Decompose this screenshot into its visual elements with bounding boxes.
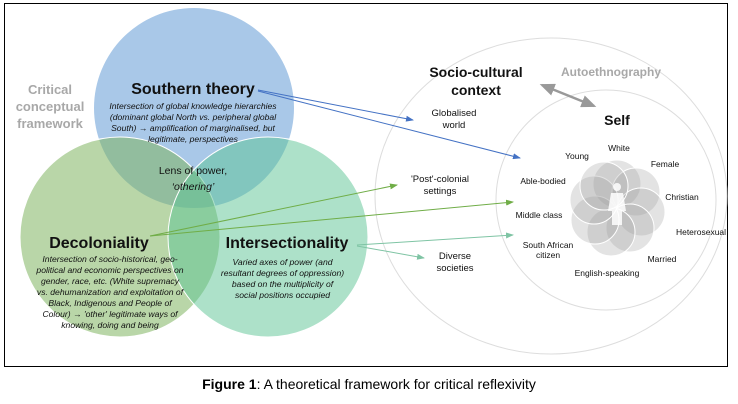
- identity-label: Middle class: [515, 210, 563, 220]
- caption-text: : A theoretical framework for critical r…: [256, 376, 536, 392]
- center-label: Lens of power, ‘othering’: [133, 163, 253, 195]
- figure-caption: Figure 1: A theoretical framework for cr…: [0, 376, 738, 392]
- decoloniality-desc: Intersection of socio-historical, geo-po…: [36, 254, 184, 330]
- identity-label: South African citizen: [522, 240, 574, 260]
- intersectionality-title: Intersectionality: [225, 235, 349, 252]
- identity-label: Married: [647, 254, 677, 264]
- context-item: 'Post'-colonial settings: [410, 174, 470, 197]
- self-circle: [495, 89, 717, 311]
- context-item: Diverse societies: [436, 251, 474, 274]
- identity-label: English-speaking: [574, 268, 640, 278]
- self-title: Self: [604, 112, 630, 128]
- autoethnography-arrow: [539, 83, 597, 108]
- intersectionality-desc: Varied axes of power (and resultant degr…: [220, 257, 345, 300]
- decoloniality-title: Decoloniality: [49, 235, 149, 252]
- southern-desc: Intersection of global knowledge hierarc…: [109, 101, 277, 144]
- identity-label: Heterosexual: [675, 227, 727, 237]
- context-title: Socio-cultural context: [429, 64, 523, 98]
- arrow-intersectionality-2: [356, 245, 425, 260]
- identity-label: Christian: [665, 192, 699, 202]
- identity-label: Young: [565, 151, 589, 161]
- figure-frame: [4, 3, 728, 367]
- framework-label: Critical conceptual framework: [15, 82, 85, 131]
- center-line1: Lens of power,: [158, 165, 228, 177]
- center-line2: ‘othering’: [171, 181, 215, 193]
- arrow-intersectionality-1: [356, 232, 514, 246]
- arrow-southern-2: [257, 90, 521, 160]
- intersectionality-circle: [167, 136, 369, 338]
- context-circle: [374, 37, 728, 355]
- identity-label: White: [608, 143, 630, 153]
- arrow-decoloniality-1: [149, 183, 398, 237]
- autoethnography-label: Autoethnography: [561, 65, 661, 79]
- identity-label: Able-bodied: [520, 176, 566, 186]
- context-item: Globalised world: [431, 108, 477, 131]
- caption-label: Figure 1: [202, 376, 257, 392]
- person-icon: [608, 183, 626, 225]
- identity-label: Female: [650, 159, 680, 169]
- arrow-decoloniality-2: [149, 199, 514, 237]
- arrow-southern-1: [257, 89, 414, 122]
- southern-title: Southern theory: [131, 81, 255, 98]
